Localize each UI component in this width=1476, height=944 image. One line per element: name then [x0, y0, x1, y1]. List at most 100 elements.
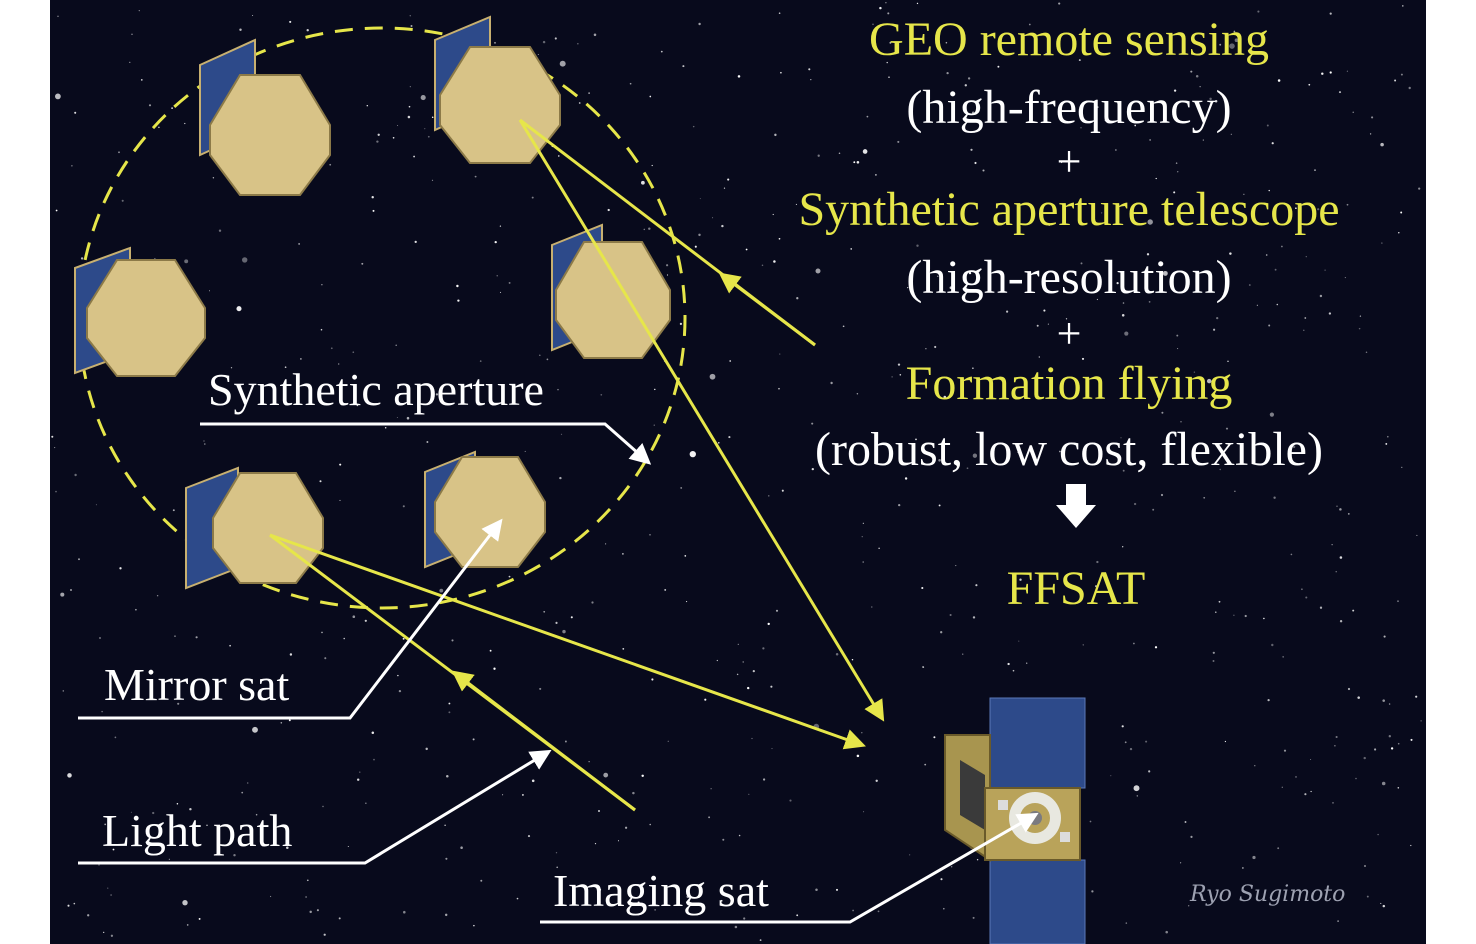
star — [1104, 119, 1106, 121]
star — [1390, 747, 1394, 750]
star — [70, 589, 72, 591]
star — [1382, 699, 1385, 702]
star — [976, 859, 979, 861]
star — [605, 543, 607, 545]
star — [1256, 304, 1258, 306]
mirror-satellite — [424, 450, 546, 569]
star — [694, 245, 697, 248]
star — [878, 547, 880, 549]
star — [156, 594, 159, 597]
star — [1273, 496, 1276, 499]
star — [1206, 378, 1212, 384]
star — [562, 629, 566, 634]
star — [531, 196, 534, 199]
star — [1377, 833, 1379, 836]
star — [886, 61, 888, 64]
star — [921, 586, 924, 590]
star — [742, 661, 744, 663]
concept-plus-1: + — [1056, 137, 1082, 186]
star — [862, 522, 864, 524]
star — [319, 480, 322, 483]
star — [1215, 611, 1217, 613]
star — [472, 738, 475, 741]
star — [556, 866, 559, 869]
star — [1227, 360, 1229, 362]
star — [171, 107, 173, 109]
star — [1277, 847, 1280, 850]
star — [473, 924, 475, 927]
star — [955, 565, 957, 567]
star — [1045, 52, 1048, 56]
star — [80, 257, 84, 260]
star — [815, 888, 818, 891]
star — [397, 125, 399, 126]
star — [815, 268, 821, 274]
star — [889, 41, 892, 44]
star — [997, 65, 1000, 68]
star — [1234, 490, 1236, 492]
star — [1394, 79, 1397, 82]
star — [607, 208, 610, 212]
star — [1278, 447, 1281, 449]
star — [1224, 740, 1226, 743]
star — [885, 2, 887, 4]
star — [168, 858, 170, 860]
star — [78, 558, 80, 561]
star — [856, 393, 859, 395]
star — [637, 901, 640, 904]
star — [1096, 560, 1099, 564]
star — [862, 561, 864, 563]
star — [435, 393, 439, 396]
star — [409, 15, 411, 17]
star — [949, 286, 953, 290]
star — [531, 779, 535, 783]
star — [1129, 747, 1133, 751]
star — [1369, 133, 1372, 135]
star — [951, 866, 953, 868]
star — [1408, 86, 1411, 90]
star — [1120, 437, 1122, 439]
star — [1416, 534, 1418, 536]
star — [321, 631, 323, 634]
concept-line-synthetic-aperture-telescope: Synthetic aperture telescope — [798, 183, 1340, 236]
star — [107, 887, 109, 889]
star — [559, 476, 562, 480]
star — [508, 281, 511, 284]
star — [1339, 508, 1342, 511]
star — [252, 726, 258, 733]
light-paths — [269, 118, 885, 812]
star — [1365, 351, 1368, 353]
star — [852, 909, 854, 912]
star — [1319, 606, 1323, 609]
star — [1176, 334, 1179, 337]
star — [542, 40, 546, 44]
star — [1252, 855, 1256, 860]
star — [698, 233, 701, 237]
star — [1276, 303, 1279, 306]
star — [451, 639, 454, 642]
artist-signature: Ryo Sugimoto — [1190, 882, 1346, 907]
star — [1420, 720, 1422, 722]
star — [1133, 785, 1140, 792]
star — [420, 95, 426, 101]
star — [527, 835, 531, 838]
star — [1254, 765, 1256, 767]
star — [555, 621, 558, 624]
star — [286, 846, 289, 850]
star — [1336, 505, 1338, 507]
star — [1173, 191, 1176, 194]
star — [866, 115, 869, 118]
star — [55, 93, 61, 100]
star — [1380, 902, 1382, 904]
light-path-line — [518, 119, 885, 722]
star — [1234, 38, 1239, 43]
star — [1371, 116, 1374, 119]
star — [218, 229, 222, 232]
star — [933, 736, 936, 739]
star — [934, 345, 937, 349]
star — [686, 895, 690, 899]
star — [559, 60, 566, 67]
star — [1265, 254, 1268, 256]
star — [689, 450, 696, 458]
star — [898, 503, 901, 507]
